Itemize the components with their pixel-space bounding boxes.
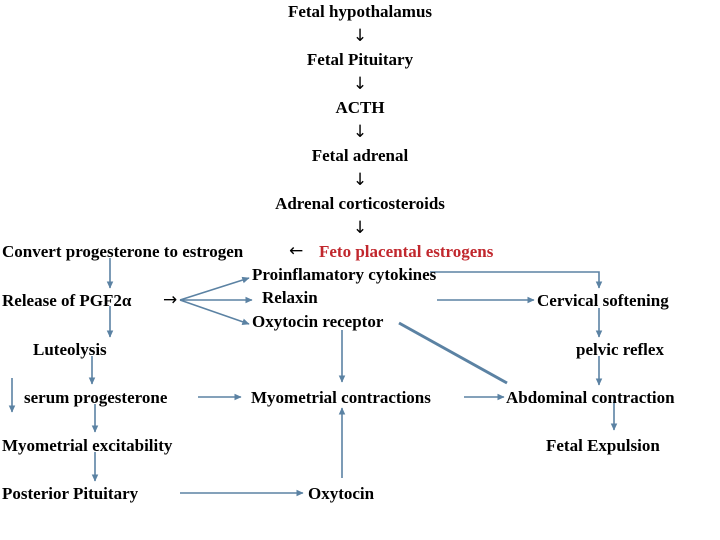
chain-arrow-1: ↓ <box>352 74 368 94</box>
node-pgf2a-arrow-glyph: → <box>163 290 178 310</box>
node-left-arrow-glyph: ← <box>289 241 304 261</box>
node-abdominal-contraction: Abdominal contraction <box>506 388 675 407</box>
chain-arrow-4: ↓ <box>352 218 368 238</box>
node-convert-progesterone: Convert progesterone to estrogen <box>2 242 244 261</box>
node-relaxin: Relaxin <box>262 288 318 307</box>
connector-pgf2a-to-oxytocin-receptor <box>179 299 250 325</box>
chain-node-1: Fetal Pituitary <box>306 50 414 69</box>
connector-oxytocin-receptor-to-abdominal <box>398 321 508 385</box>
chain-node-2: ACTH <box>335 98 385 117</box>
node-luteolysis: Luteolysis <box>33 340 107 359</box>
node-pelvic-reflex: pelvic reflex <box>576 340 664 359</box>
node-feto-placental-estrogens: Feto placental estrogens <box>319 242 494 261</box>
node-myometrial-contractions: Myometrial contractions <box>251 388 431 407</box>
node-proinflamatory-cytokines: Proinflamatory cytokines <box>252 265 437 284</box>
chain-node-0: Fetal hypothalamus <box>287 2 433 21</box>
node-serum-progesterone: serum progesterone <box>24 388 168 407</box>
node-release-pgf2a: Release of PGF2α <box>2 291 132 310</box>
chain-node-3: Fetal adrenal <box>311 146 409 165</box>
connector-cytokines-to-down <box>430 271 603 289</box>
connector-pgf2a-to-cytokines <box>179 276 250 301</box>
node-fetal-expulsion: Fetal Expulsion <box>546 436 660 455</box>
chain-arrow-0: ↓ <box>352 26 368 46</box>
node-oxytocin-receptor: Oxytocin receptor <box>252 312 384 331</box>
node-posterior-pituitary: Posterior Pituitary <box>2 484 139 503</box>
chain-node-4: Adrenal corticosteroids <box>275 194 445 213</box>
node-myometrial-excitability: Myometrial excitability <box>2 436 173 455</box>
chain-arrow-2: ↓ <box>352 122 368 142</box>
chain-arrow-3: ↓ <box>352 170 368 190</box>
node-cervical-softening: Cervical softening <box>537 291 669 310</box>
node-oxytocin: Oxytocin <box>308 484 375 503</box>
